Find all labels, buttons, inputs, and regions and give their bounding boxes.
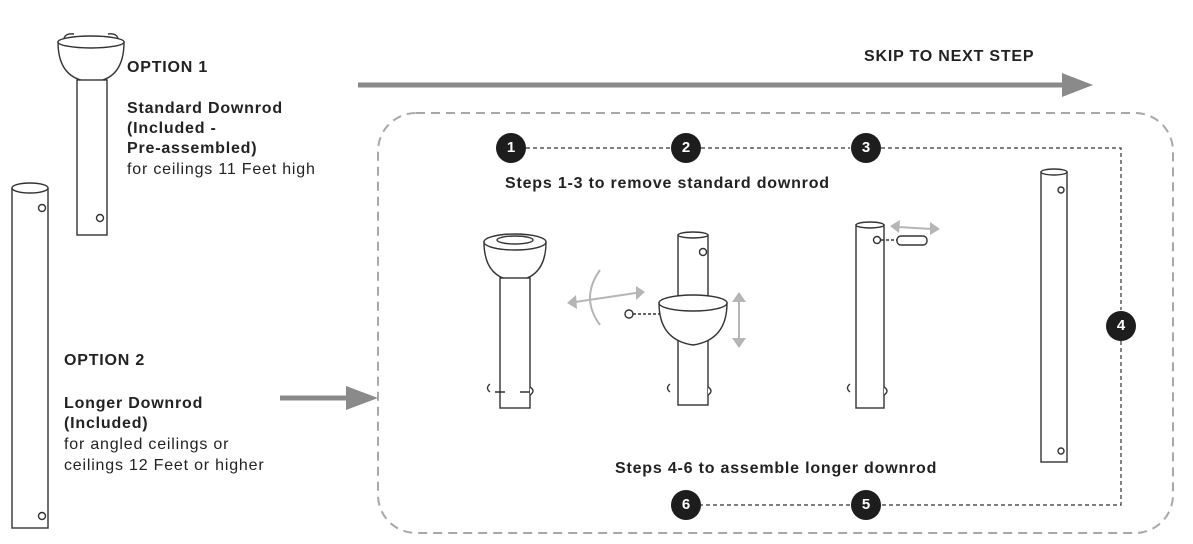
step-badge-4: 4 bbox=[1106, 311, 1136, 341]
step-badge-6: 6 bbox=[671, 490, 701, 520]
step-badge-1: 1 bbox=[496, 133, 526, 163]
option1-line3: Pre-assembled) bbox=[127, 140, 258, 157]
option2-heading: OPTION 2 bbox=[64, 352, 146, 369]
skip-label: SKIP TO NEXT STEP bbox=[864, 48, 1035, 65]
option2-line4: ceilings 12 Feet or higher bbox=[64, 457, 265, 474]
step4-longer-rod bbox=[1040, 168, 1068, 463]
steps-bottom-caption: Steps 4-6 to assemble longer downrod bbox=[615, 460, 938, 477]
option2-line2: (Included) bbox=[64, 415, 149, 432]
longer-downrod-illustration bbox=[11, 182, 49, 529]
steps-top-caption: Steps 1-3 to remove standard downrod bbox=[505, 175, 830, 192]
step-connectors bbox=[526, 147, 1122, 506]
step-badge-5: 5 bbox=[851, 490, 881, 520]
standard-downrod-illustration bbox=[57, 33, 125, 236]
option1-line2: (Included - bbox=[127, 120, 217, 137]
steps-frame bbox=[377, 112, 1174, 534]
step-badge-3: 3 bbox=[851, 133, 881, 163]
step-badge-2: 2 bbox=[671, 133, 701, 163]
option1-heading: OPTION 1 bbox=[127, 59, 209, 76]
option2-arrow bbox=[280, 386, 378, 410]
step1-illustration bbox=[483, 233, 547, 409]
vertical-move-arrow bbox=[732, 292, 746, 348]
option2-line1: Longer Downrod bbox=[64, 395, 204, 412]
rotate-arrows bbox=[567, 269, 645, 326]
pin-move-arrow bbox=[890, 220, 940, 235]
step3-illustration bbox=[846, 221, 928, 409]
step2-illustration bbox=[624, 231, 728, 406]
option1-line4: for ceilings 11 Feet high bbox=[127, 161, 316, 178]
skip-arrow bbox=[358, 73, 1093, 97]
option2-line3: for angled ceilings or bbox=[64, 436, 230, 453]
option1-line1: Standard Downrod bbox=[127, 100, 283, 117]
